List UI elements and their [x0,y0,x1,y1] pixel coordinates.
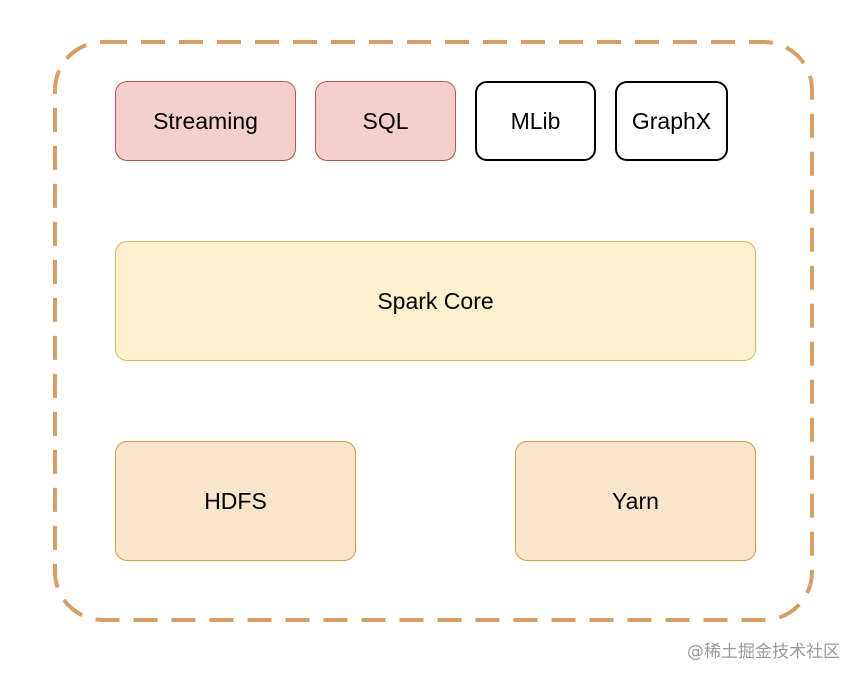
spark-core-label: Spark Core [377,287,494,314]
graphx-box: GraphX [615,81,728,161]
spark-core-box: Spark Core [115,241,756,361]
hdfs-label: HDFS [204,487,267,514]
yarn-label: Yarn [612,487,659,514]
yarn-box: Yarn [515,441,756,561]
sql-label: SQL [362,107,409,134]
graphx-label: GraphX [631,107,712,134]
streaming-label: Streaming [153,107,258,134]
hdfs-box: HDFS [115,441,356,561]
mlib-box: MLib [475,81,596,161]
sql-box: SQL [315,81,456,161]
mlib-label: MLib [510,107,561,134]
watermark-text: @稀土掘金技术社区 [687,642,840,662]
streaming-box: Streaming [115,81,296,161]
